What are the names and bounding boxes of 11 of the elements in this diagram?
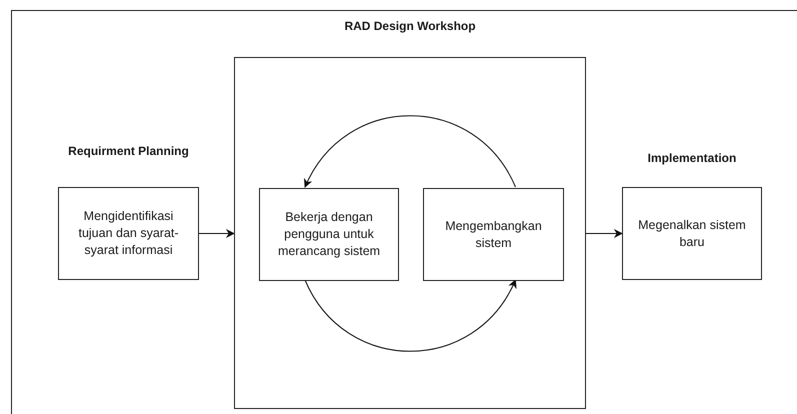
process-box: Mengidentifikasi tujuan dan syarat-syarat informasi (58, 187, 199, 280)
arrow (198, 229, 235, 238)
stage-heading: RAD Design Workshop (343, 18, 477, 35)
process-box: Megenalkan sistem baru (622, 187, 762, 280)
arrow (586, 229, 623, 238)
process-box: Bekerja dengan pengguna untuk merancang sistem (259, 188, 399, 281)
stage-heading: Requirment Planning (67, 143, 190, 160)
arrow (304, 279, 516, 352)
process-box: Mengembangkan sistem (423, 188, 564, 281)
stage-heading: Implementation (646, 150, 738, 167)
arrow (304, 115, 516, 188)
